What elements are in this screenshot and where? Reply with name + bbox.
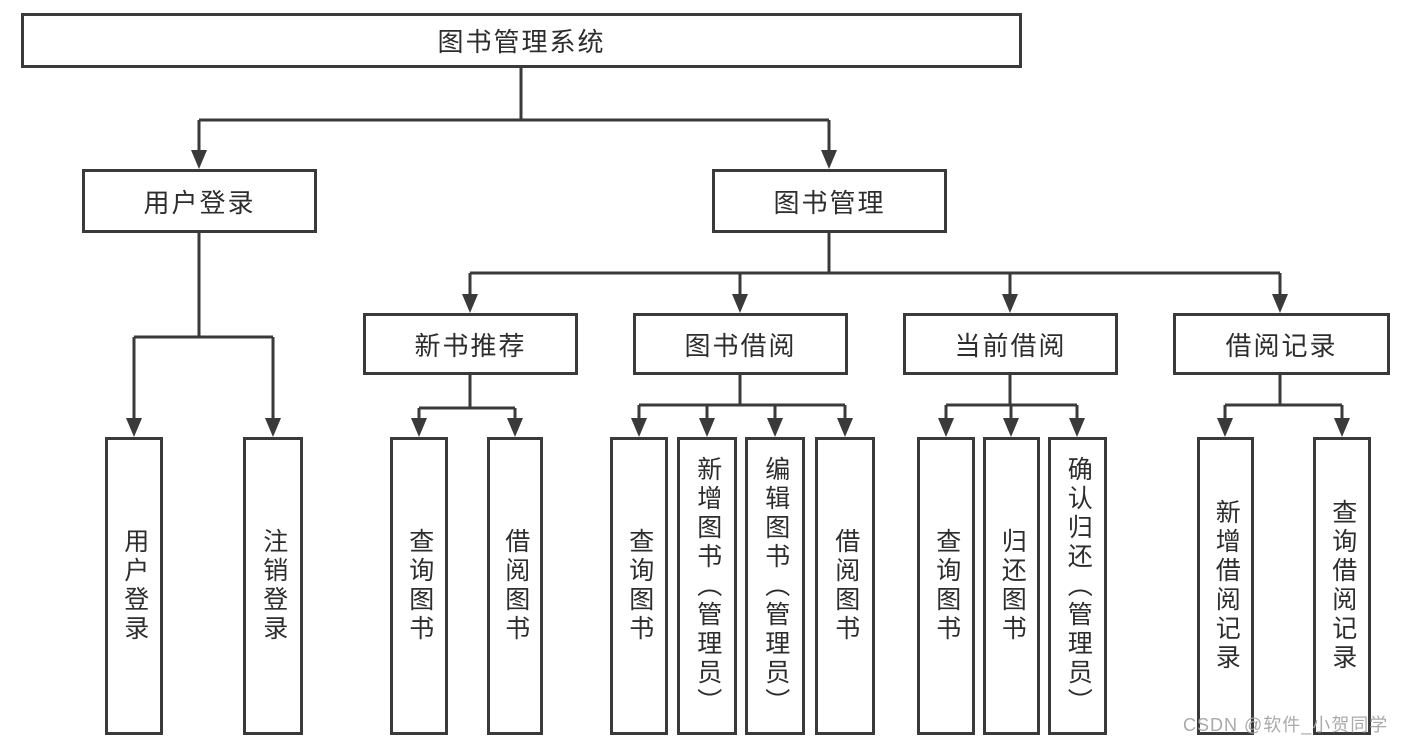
leaf-borrow-books-recommend: 借阅图书: [487, 437, 543, 735]
csdn-watermark: CSDN @软件_小贺同学: [1183, 715, 1389, 735]
leaf-return-books: 归还图书: [983, 437, 1040, 735]
leaf-query-books-recommend: 查询图书: [390, 437, 448, 735]
leaf-user-login: 用户登录: [105, 437, 163, 735]
leaf-query-books-borrowing: 查询图书: [610, 437, 668, 735]
leaf-query-books-current: 查询图书: [917, 437, 975, 735]
node-root-label: 图书管理系统: [437, 27, 606, 57]
leaf-logout-login: 注销登录: [243, 437, 303, 735]
node-book-borrowing-label: 图书借阅: [684, 330, 797, 361]
node-current-borrowing: 当前借阅: [903, 313, 1118, 375]
node-user-login: 用户登录: [82, 169, 317, 233]
node-borrowing-records: 借阅记录: [1173, 313, 1390, 375]
leaf-query-borrow-record: 查询借阅记录: [1313, 437, 1371, 735]
arrowhead-group: [126, 150, 1350, 437]
node-root: 图书管理系统: [21, 13, 1022, 68]
node-current-borrowing-label: 当前借阅: [954, 330, 1067, 361]
leaf-borrow-books: 借阅图书: [815, 437, 875, 735]
leaf-edit-books-admin: 编辑图书（管理员）: [745, 437, 805, 735]
node-user-login-label: 用户登录: [143, 187, 256, 218]
leaf-confirm-return-admin: 确认归还（管理员）: [1048, 437, 1107, 735]
leaf-add-books-admin: 新增图书（管理员）: [677, 437, 737, 735]
node-book-management-label: 图书管理: [773, 187, 886, 218]
leaf-add-borrow-record: 新增借阅记录: [1197, 437, 1254, 735]
node-book-borrowing: 图书借阅: [633, 313, 848, 375]
node-new-book-recommend: 新书推荐: [363, 313, 578, 375]
node-borrowing-records-label: 借阅记录: [1225, 330, 1338, 361]
node-new-book-recommend-label: 新书推荐: [414, 330, 527, 361]
node-book-management: 图书管理: [712, 169, 947, 233]
